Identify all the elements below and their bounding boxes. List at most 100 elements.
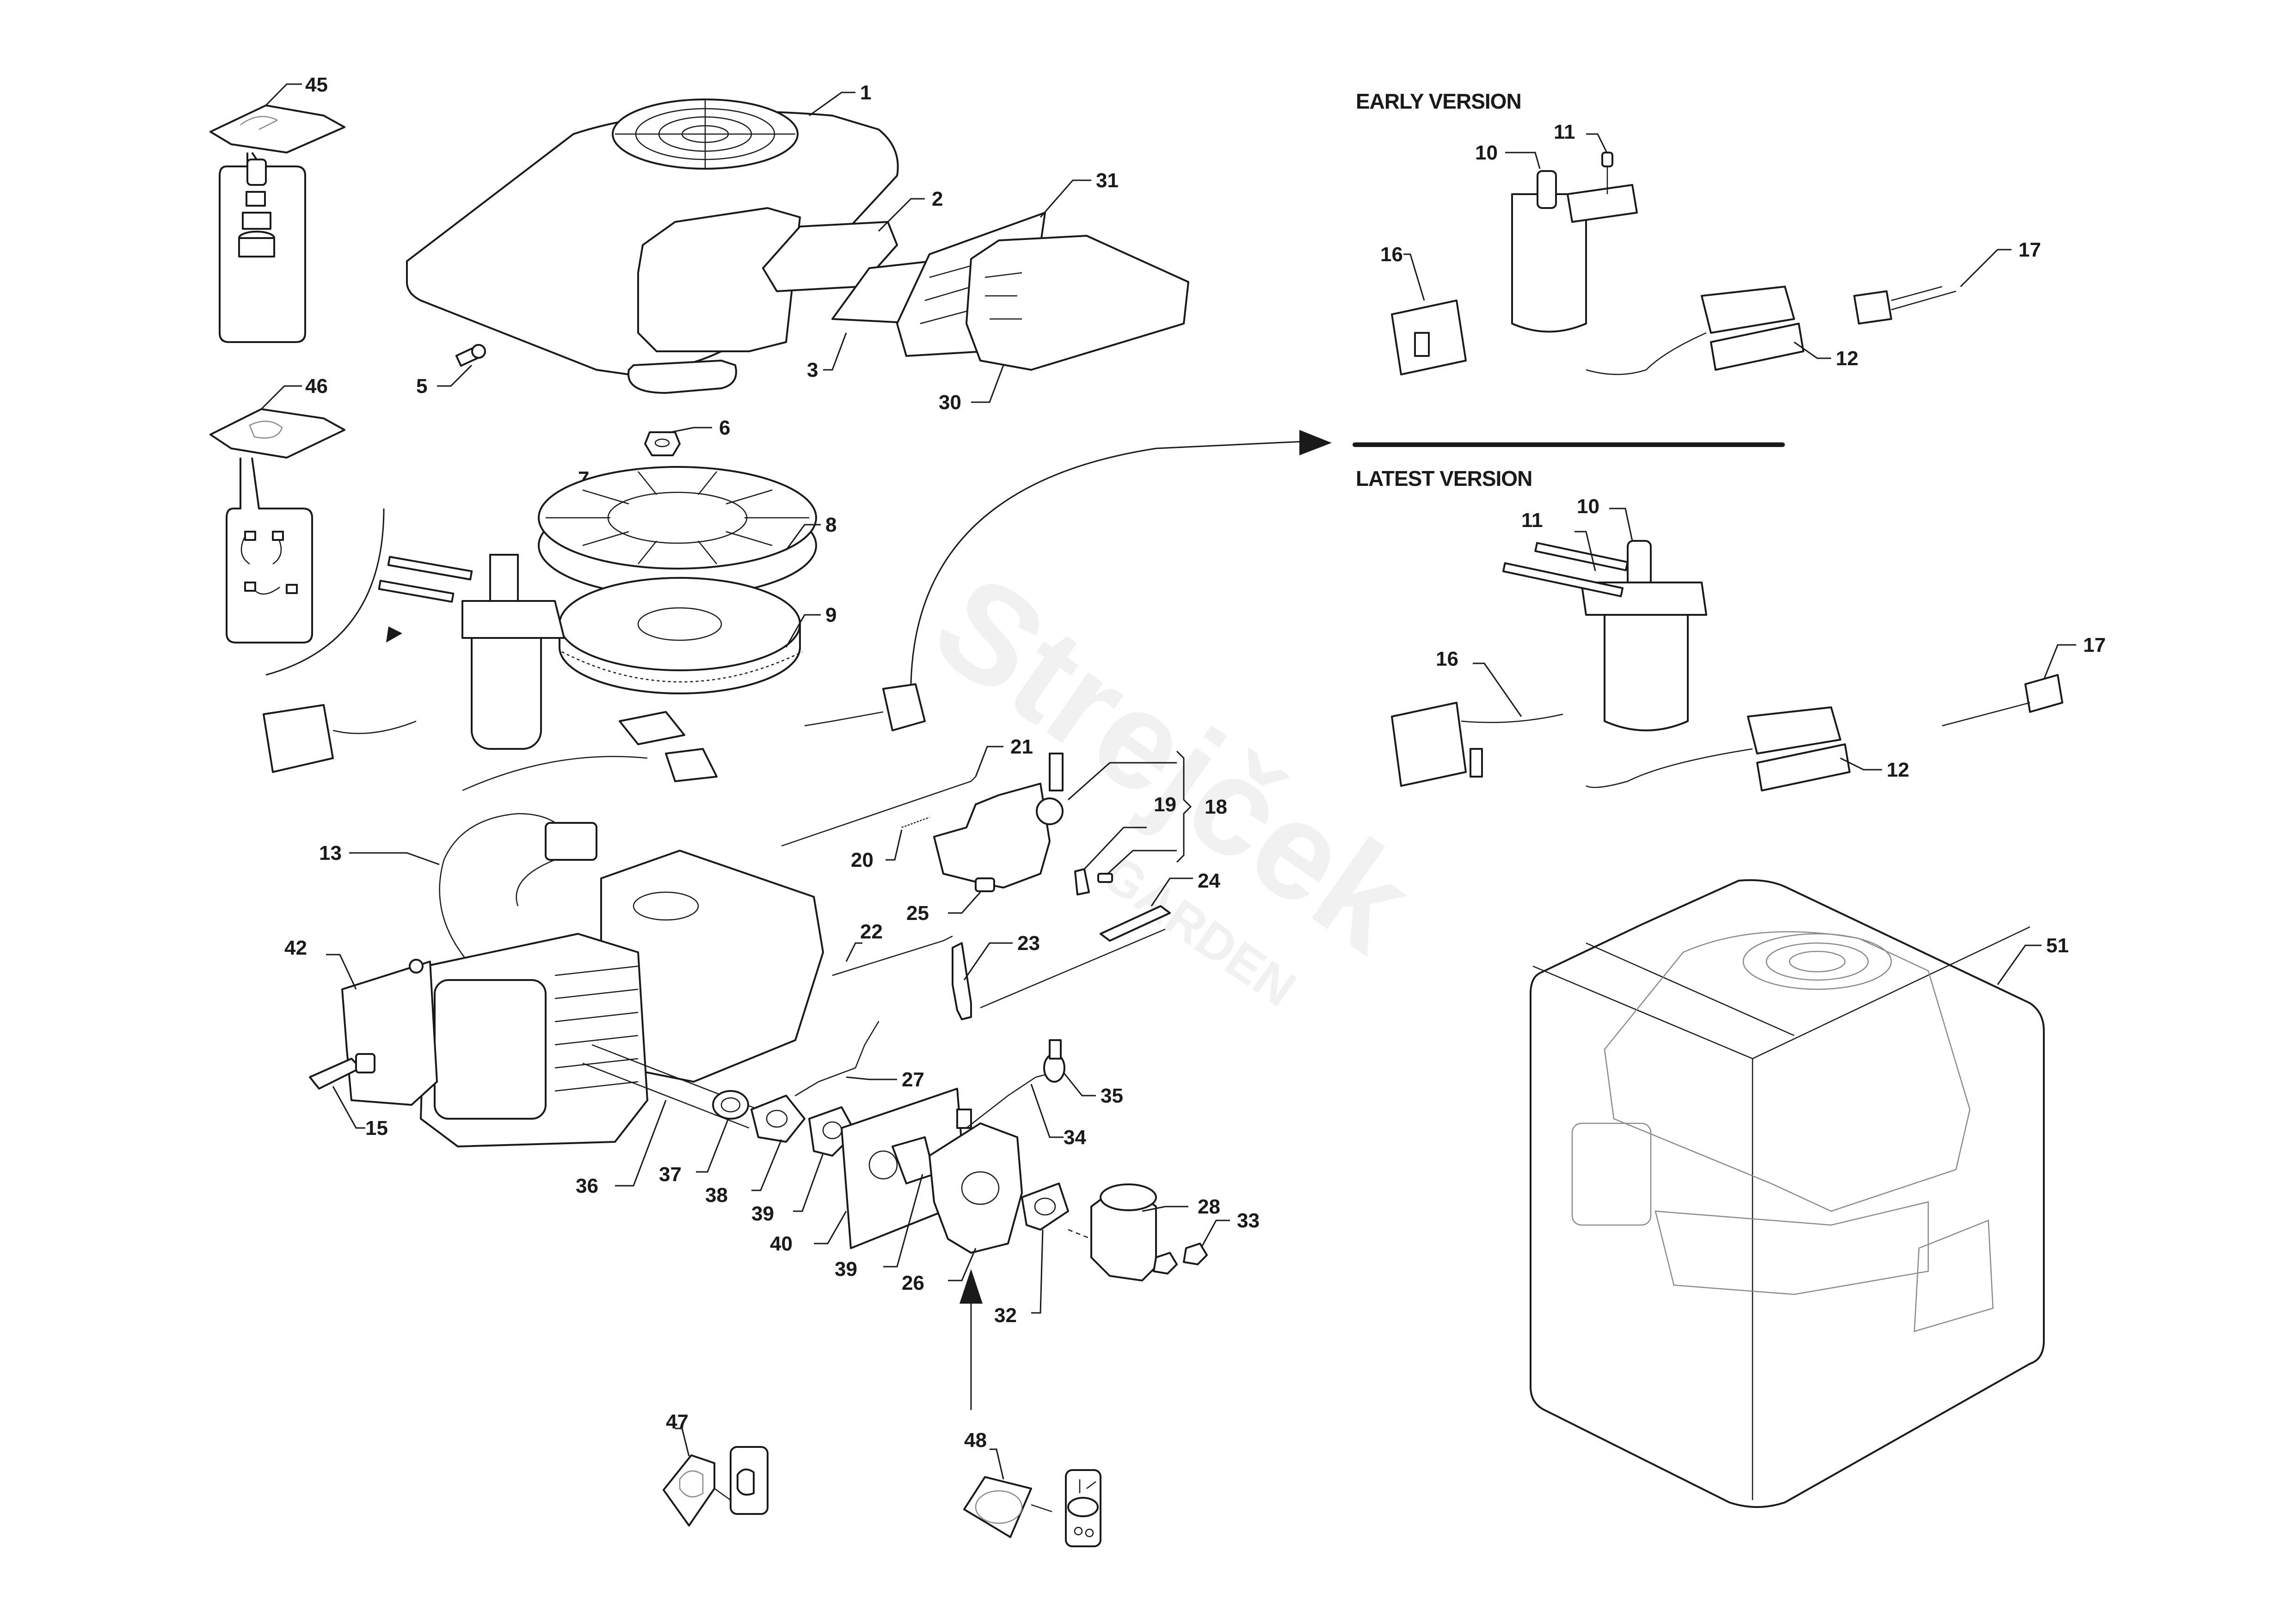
part-22-choke-rod[interactable] <box>832 935 953 976</box>
part-30-filter-cover[interactable] <box>966 235 1189 371</box>
latest-version-heading: LATEST VERSION <box>1356 466 1532 490</box>
drawing-stroke <box>263 704 334 773</box>
callout-number: 24 <box>1198 870 1220 892</box>
callout-number: 32 <box>994 1304 1017 1327</box>
latest-starter-motor[interactable] <box>1581 540 1707 731</box>
drawing-stroke <box>1574 531 1596 571</box>
early-connector-17[interactable] <box>1853 286 1956 325</box>
callout-15: 15 <box>332 1086 388 1140</box>
drawing-stroke <box>868 1150 898 1180</box>
callout-6: 6 <box>670 417 730 439</box>
part-19-screw[interactable] <box>1097 873 1113 883</box>
drawing-stroke <box>554 965 639 1092</box>
part-42-bracket[interactable] <box>341 959 438 1106</box>
part-34-fuel-hose[interactable] <box>966 1072 1055 1129</box>
part-46-brush-kit[interactable] <box>209 408 345 643</box>
drawing-stroke <box>814 1211 847 1244</box>
callout-47: 47 <box>666 1410 690 1457</box>
drawing-stroke <box>1604 931 1971 1212</box>
part-20-spring[interactable] <box>901 816 930 828</box>
callout-37: 37 <box>659 1118 729 1186</box>
drawing-stroke <box>1701 286 1795 334</box>
drawing-stroke <box>654 438 670 447</box>
drawing-stroke <box>265 83 302 106</box>
callout-23: 23 <box>963 932 1040 981</box>
callout-number: 38 <box>705 1184 728 1207</box>
part-21-throttle-rod[interactable] <box>781 776 976 847</box>
drawing-stroke <box>809 92 855 116</box>
drawing-stroke <box>409 959 424 974</box>
part-48-gasket-kit[interactable] <box>963 1469 1101 1547</box>
callout-number: 27 <box>902 1068 924 1091</box>
drawing-stroke <box>1049 1039 1062 1060</box>
drawing-stroke <box>1586 133 1608 153</box>
drawing-stroke <box>751 1139 782 1191</box>
part-24-link[interactable] <box>980 905 1171 1009</box>
early-starter-motor[interactable] <box>1511 170 1638 333</box>
drawing-stroke <box>1840 757 1882 771</box>
callout-31: 31 <box>1039 169 1119 218</box>
part-27-breather-hose[interactable] <box>794 1021 879 1097</box>
callout-number: 46 <box>305 375 328 398</box>
drawing-stroke <box>1063 1072 1096 1097</box>
arrow-head-center <box>1299 430 1332 455</box>
callout-number: 2 <box>932 188 943 210</box>
callout-number: 19 <box>1154 793 1176 816</box>
part-47-carburetor-rebuild-kit[interactable] <box>663 1446 769 1526</box>
callout-28: 28 <box>1142 1195 1220 1218</box>
part-23-lever[interactable] <box>952 942 972 1020</box>
part-45-starter-pinion-kit[interactable] <box>209 104 345 343</box>
drawing-stroke <box>619 711 685 745</box>
drawing-stroke <box>1034 1197 1056 1216</box>
drawing-stroke <box>2024 674 2063 713</box>
callout-27: 27 <box>846 1068 924 1091</box>
drawing-stroke <box>1567 184 1638 223</box>
part-9-flywheel[interactable] <box>559 577 803 694</box>
latest-rectifier-16[interactable] <box>1391 702 1563 787</box>
part-38-insulator[interactable] <box>750 1095 806 1143</box>
part-32-gasket[interactable] <box>1021 1183 1069 1231</box>
drawing-stroke <box>1183 1243 1208 1265</box>
latest-ignition-module-12[interactable] <box>1586 706 1851 791</box>
part-51-complete-engine[interactable] <box>1530 879 2045 1508</box>
drawing-stroke <box>696 1118 729 1173</box>
arrow-head-left <box>386 626 402 643</box>
part-6-nut[interactable] <box>644 431 681 456</box>
part-2-air-filter[interactable] <box>762 221 898 292</box>
part-5-screw[interactable] <box>455 344 486 367</box>
drawing-stroke <box>675 1428 690 1457</box>
drawing-stroke <box>1537 170 1557 209</box>
early-ignition-module-12[interactable] <box>1586 286 1804 375</box>
part-8-cooling-fan[interactable] <box>538 466 817 597</box>
drawing-stroke <box>1142 1206 1188 1212</box>
callout-18-bracket: 18 <box>1068 750 1227 877</box>
part-37-gasket[interactable] <box>712 1090 749 1120</box>
drawing-stroke <box>378 580 455 603</box>
drawing-stroke <box>1031 1504 1052 1513</box>
callout-number: 23 <box>1017 932 1040 955</box>
callout-30: 30 <box>939 365 1004 414</box>
part-13-ignition-coil[interactable] <box>439 813 597 981</box>
callout-45: 45 <box>265 74 328 106</box>
callout-number: 42 <box>284 937 307 959</box>
early-rectifier-16[interactable] <box>1391 300 1467 375</box>
part-25-screw[interactable] <box>975 877 995 892</box>
part-18-control-bracket[interactable] <box>933 753 1090 895</box>
part-26-carburetor[interactable] <box>929 1109 1023 1254</box>
part-35-fuel-filter[interactable] <box>1043 1039 1065 1083</box>
drawing-stroke <box>1176 750 1192 863</box>
latest-bolts-11[interactable] <box>1502 542 1629 597</box>
drawing-stroke <box>1913 1220 1994 1332</box>
latest-connector-17[interactable] <box>1942 674 2063 727</box>
drawing-stroke <box>244 531 256 541</box>
wire-connector <box>804 683 926 731</box>
callout-19: 19 <box>1083 793 1176 870</box>
part-28-intake-elbow[interactable] <box>1068 1183 1157 1281</box>
drawing-stroke <box>679 1470 704 1498</box>
early-bolt-11[interactable] <box>1601 152 1613 194</box>
early-version-heading: EARLY VERSION <box>1356 89 1522 113</box>
part-15-spark-plug[interactable] <box>309 1053 375 1090</box>
drawing-stroke <box>793 1153 824 1212</box>
part-33-nut[interactable] <box>1153 1243 1208 1275</box>
drawing-stroke <box>326 954 357 990</box>
